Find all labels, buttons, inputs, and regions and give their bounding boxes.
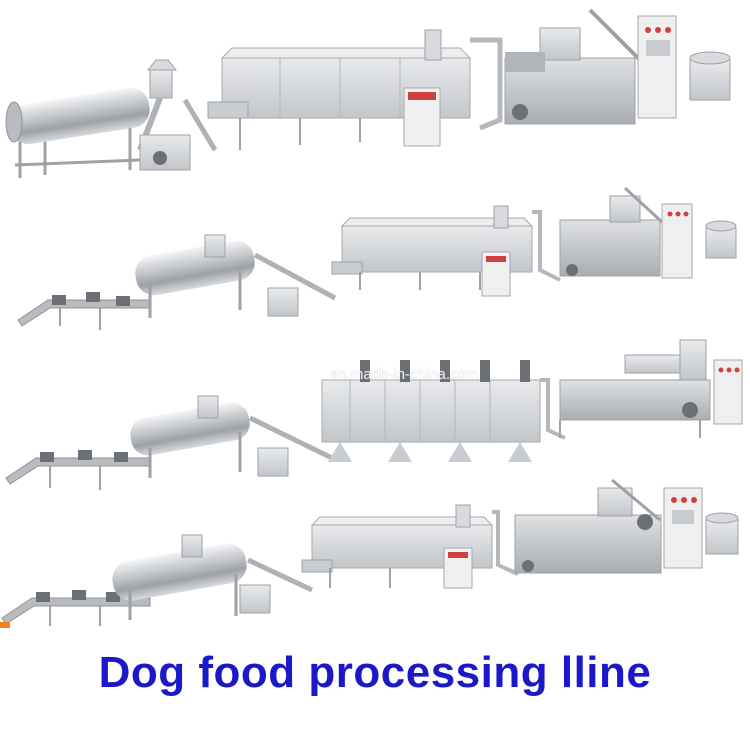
mixer: [705, 512, 739, 555]
coating-drum: [5, 87, 150, 178]
production-line-1: [5, 8, 731, 178]
mixer: [705, 220, 737, 259]
control-cabinet: [661, 203, 693, 279]
production-line-3: [5, 339, 743, 490]
dryer-oven: [331, 205, 534, 297]
control-cabinet: [637, 15, 677, 119]
coating-drum: [130, 395, 334, 478]
mixer: [689, 51, 731, 101]
production-line-2: [17, 186, 737, 330]
feeder-hopper: [137, 59, 218, 171]
cooling-conveyor: [17, 292, 151, 330]
dryer-oven: [207, 29, 472, 150]
dryer-oven: [301, 504, 494, 589]
twin-screw-extruder: [504, 8, 642, 125]
caption-title: Dog food processing lline: [98, 648, 652, 697]
control-cabinet: [713, 359, 743, 425]
multi-layer-dryer: [321, 360, 541, 462]
cooling-conveyor: [5, 450, 151, 490]
twin-screw-extruder: [559, 186, 664, 277]
twin-screw-extruder: [514, 478, 662, 574]
twin-screw-extruder: [559, 339, 711, 438]
coating-drum: [112, 534, 314, 620]
watermark: en.made-in-china.com: [330, 366, 479, 383]
control-cabinet: [663, 487, 703, 569]
coating-drum: [135, 234, 337, 318]
production-line-4: [0, 478, 739, 628]
cooling-conveyor: [0, 590, 151, 628]
